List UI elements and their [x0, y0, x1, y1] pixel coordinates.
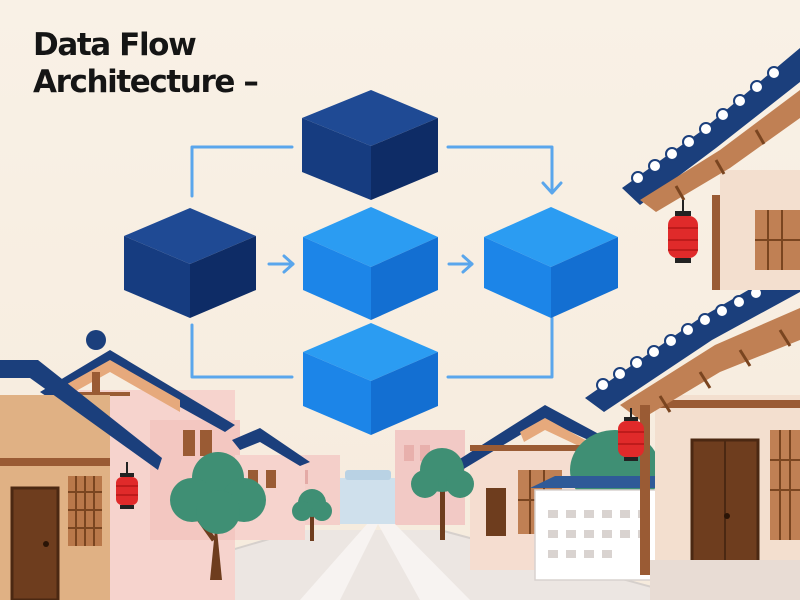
arrowhead-process-to-output — [461, 254, 474, 274]
output-node — [484, 207, 618, 318]
diagram-arrowheads — [282, 181, 563, 274]
left-tree — [170, 452, 266, 580]
right-upper-lantern — [668, 200, 698, 263]
connector-source-to-bottom — [190, 323, 294, 379]
right-lower-lantern — [618, 408, 644, 461]
bottom-node — [303, 323, 438, 435]
source-node — [124, 208, 256, 318]
title-line-1: Data Flow — [33, 27, 197, 63]
small-left-tree — [292, 489, 332, 541]
right-upper-house — [622, 48, 800, 290]
top-node — [302, 90, 438, 200]
diagram-connectors — [190, 145, 554, 379]
left-front-house — [0, 360, 162, 600]
left-lantern — [116, 462, 138, 509]
arrowhead-top-to-output — [541, 181, 563, 195]
arrowhead-source-to-process — [282, 254, 295, 274]
connector-top-to-output — [446, 145, 554, 194]
title-line-2: Architecture – — [33, 64, 259, 100]
right-tree — [411, 448, 474, 540]
connector-bottom-to-output — [446, 316, 554, 379]
process-node — [303, 207, 438, 320]
connector-top-to-source — [190, 145, 294, 198]
